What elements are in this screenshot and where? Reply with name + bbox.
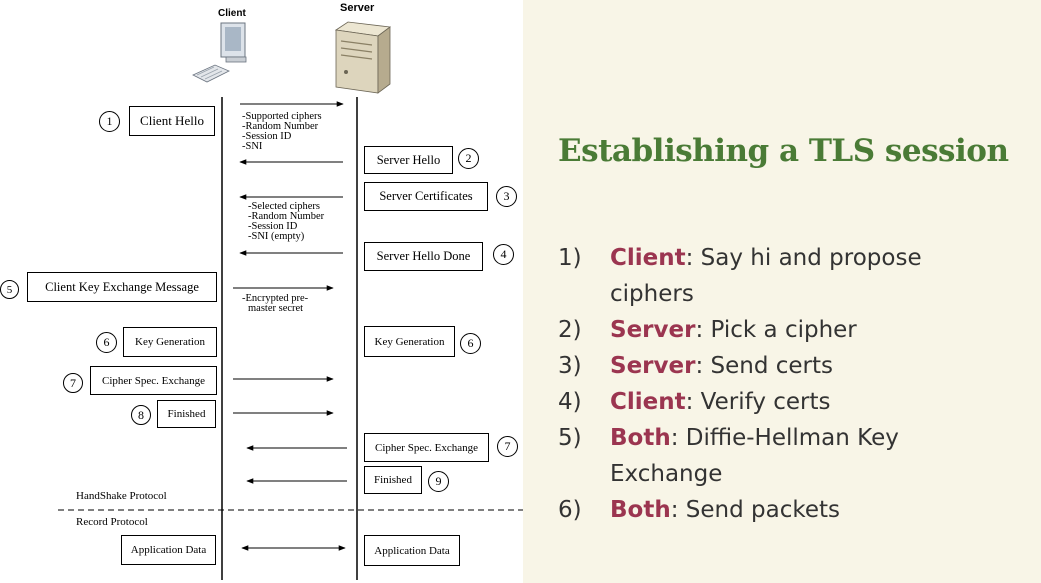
step-text: : Say hi and propose ciphers xyxy=(610,245,922,307)
step-item: 1) Client: Say hi and propose ciphers xyxy=(558,240,990,312)
step-6-server-circle: 6 xyxy=(460,333,481,354)
server-hello-box: Server Hello xyxy=(364,146,453,174)
client-label: Client xyxy=(218,8,246,19)
step-number: 6) xyxy=(558,497,582,523)
step-actor: Client xyxy=(610,389,686,415)
step-4-circle: 4 xyxy=(493,244,514,265)
client-key-generation-box: Key Generation xyxy=(123,327,217,357)
step-text: : Diffie-Hellman Key Exchange xyxy=(610,425,899,487)
key-exchange-details: -Encrypted pre- master secret xyxy=(242,293,309,314)
step-number: 5) xyxy=(558,425,582,451)
step-text: : Send certs xyxy=(695,353,834,379)
client-cipher-spec-box: Cipher Spec. Exchange xyxy=(90,366,217,395)
step-actor: Client xyxy=(610,245,686,271)
step-text: : Send packets xyxy=(670,497,840,523)
server-tower-icon xyxy=(334,21,392,94)
step-item: 6) Both: Send packets xyxy=(558,492,990,528)
server-label: Server xyxy=(340,2,375,14)
client-hello-details: -Supported ciphers -Random Number -Sessi… xyxy=(242,111,322,152)
slide-title: Establishing a TLS session xyxy=(558,133,1009,169)
step-actor: Server xyxy=(610,353,696,379)
step-number: 2) xyxy=(558,317,582,343)
tls-handshake-diagram: Client Server 1 Client Hello -Supported … xyxy=(0,2,523,580)
step-item: 3) Server: Send certs xyxy=(558,348,990,384)
detail-line: -Session ID xyxy=(248,221,298,232)
steps-list: 1)Client: Say hi and propose ciphers 2)S… xyxy=(558,240,990,528)
server-certificates-box: Server Certificates xyxy=(364,182,488,211)
server-finished-box: Finished xyxy=(364,466,422,494)
step-actor: Server xyxy=(610,317,696,343)
detail-line: -Random Number xyxy=(248,211,325,222)
step-6-client-circle: 6 xyxy=(96,332,117,353)
detail-line: -Session ID xyxy=(242,131,292,142)
client-computer-icon xyxy=(192,22,247,83)
record-protocol-label: Record Protocol xyxy=(76,516,148,528)
step-item: 5) Both: Diffie-Hellman Key Exchange xyxy=(558,420,990,492)
step-actor: Both xyxy=(610,497,671,523)
step-item: 2) Server: Pick a cipher xyxy=(558,312,990,348)
detail-line: -Selected ciphers xyxy=(248,201,321,212)
client-application-data-box: Application Data xyxy=(121,535,216,565)
step-text: : Pick a cipher xyxy=(695,317,857,343)
detail-line: -Random Number xyxy=(242,121,319,132)
server-application-data-box: Application Data xyxy=(364,535,460,566)
detail-line: master secret xyxy=(248,303,304,314)
step-item: 4) Client: Verify certs xyxy=(558,384,990,420)
step-5-circle: 5 xyxy=(0,280,19,299)
server-hello-done-box: Server Hello Done xyxy=(364,242,483,271)
step-number: 3) xyxy=(558,353,582,379)
client-key-exchange-box: Client Key Exchange Message xyxy=(27,272,217,302)
step-8-circle: 8 xyxy=(131,405,151,425)
server-key-generation-box: Key Generation xyxy=(364,326,455,357)
step-3-circle: 3 xyxy=(496,186,517,207)
server-cipher-spec-box: Cipher Spec. Exchange xyxy=(364,433,489,462)
detail-line: -Supported ciphers xyxy=(242,111,322,122)
step-number: 4) xyxy=(558,389,582,415)
detail-line: -SNI (empty) xyxy=(248,231,305,242)
diagram-graphics xyxy=(58,21,523,580)
server-hello-details: -Selected ciphers -Random Number -Sessio… xyxy=(248,201,325,242)
step-text: : Verify certs xyxy=(685,389,831,415)
detail-line: -SNI xyxy=(242,141,263,152)
step-actor: Both xyxy=(610,425,671,451)
step-number: 1) xyxy=(558,245,582,271)
step-1-circle: 1 xyxy=(99,111,120,132)
handshake-protocol-label: HandShake Protocol xyxy=(76,490,167,502)
step-7-server-circle: 7 xyxy=(497,436,518,457)
step-9-circle: 9 xyxy=(428,471,449,492)
detail-line: -Encrypted pre- xyxy=(242,293,309,304)
slide-text-panel xyxy=(523,0,1041,583)
step-2-circle: 2 xyxy=(458,148,479,169)
step-7-client-circle: 7 xyxy=(63,373,83,393)
client-finished-box: Finished xyxy=(157,400,216,428)
client-hello-box: Client Hello xyxy=(129,106,215,136)
